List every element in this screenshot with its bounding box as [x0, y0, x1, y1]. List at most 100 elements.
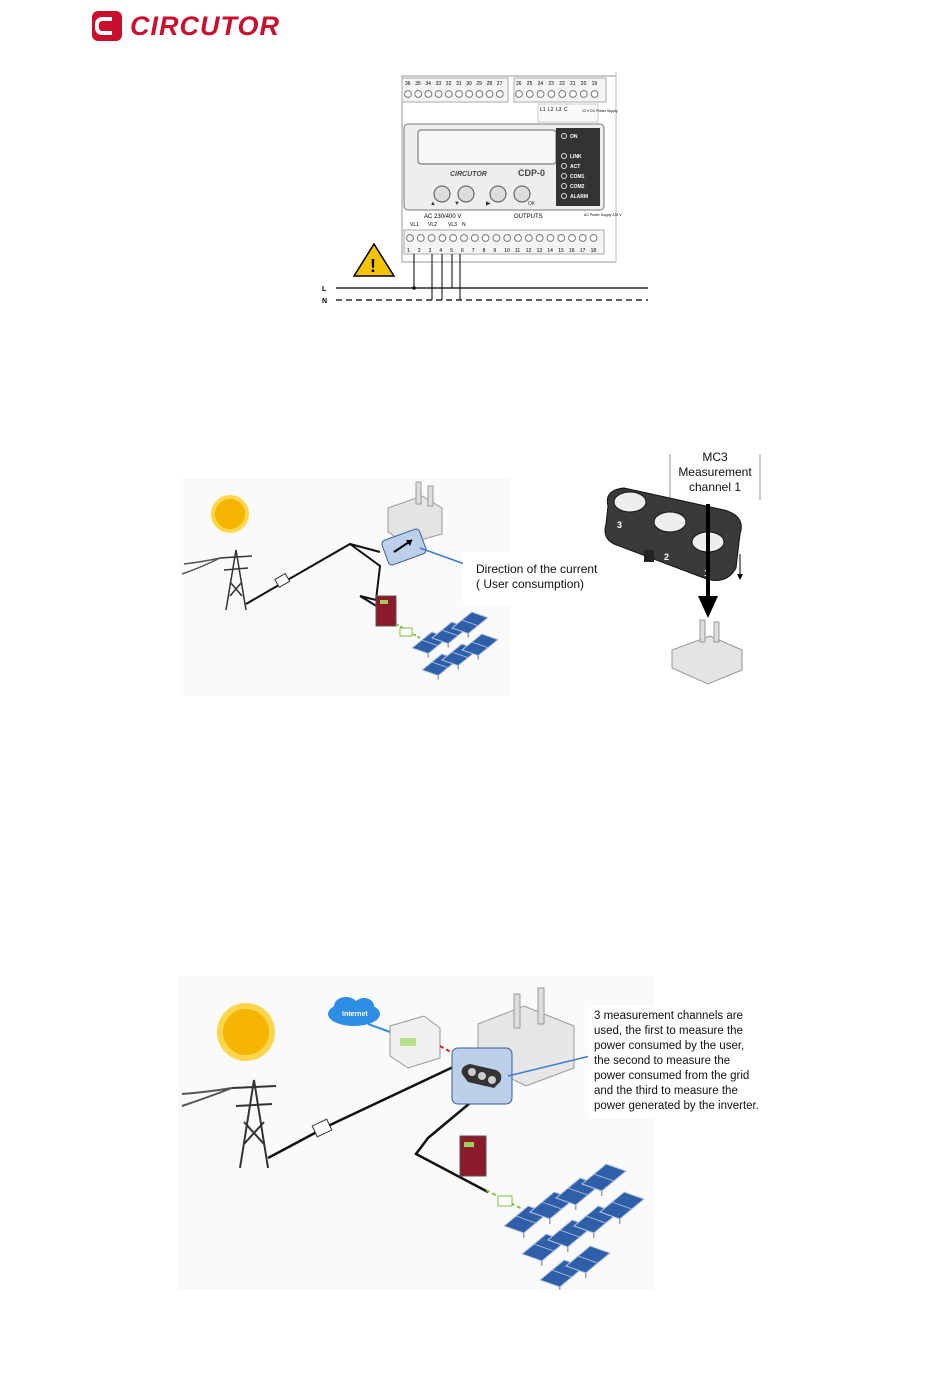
- channels-caption-line-3: power consumed by the user,: [594, 1040, 745, 1052]
- circutor-logo-icon: [92, 11, 122, 41]
- sun-icon-2: [217, 1003, 275, 1061]
- top-terminal-label: 21: [570, 81, 576, 87]
- top-terminal-label: 33: [436, 81, 442, 87]
- vl2-label: VL2: [428, 222, 437, 228]
- ok-button[interactable]: [513, 185, 531, 203]
- top-terminal-label: 24: [538, 81, 544, 87]
- bottom-terminal-label: 13: [537, 248, 543, 254]
- power-pylon-icon-2: [181, 1079, 277, 1169]
- channels-caption-line-4: the second to measure the: [594, 1055, 731, 1067]
- top-terminal-label: 32: [446, 81, 452, 87]
- bottom-terminal-label: 4: [439, 248, 442, 254]
- panel-brand: CIRCUTOR: [450, 171, 487, 178]
- bottom-terminal-screw: [568, 234, 576, 242]
- channels-caption-line-2: used, the first to measure the: [594, 1025, 743, 1037]
- mc3-sensor-small-icon: [461, 1064, 502, 1088]
- bottom-terminal-screw: [416, 234, 425, 242]
- top-terminal-label: 35: [415, 81, 421, 87]
- top-terminal-label: 31: [456, 81, 462, 87]
- ok-label: OK: [528, 201, 536, 207]
- mc3-line-1: MC3: [702, 450, 728, 464]
- bottom-terminal-screw: [492, 234, 501, 242]
- led-indicator: [561, 173, 567, 179]
- down-button[interactable]: [457, 185, 475, 203]
- bottom-terminal-label: 1: [407, 248, 410, 254]
- top-terminal-screw: [579, 90, 588, 98]
- solar-panel: [565, 1245, 611, 1278]
- led-label: COM2: [570, 184, 585, 190]
- device-model: CDP-0: [518, 168, 545, 178]
- outputs-label: OUTPUTS: [514, 214, 543, 220]
- top-terminal-label: 36: [405, 81, 411, 87]
- bottom-terminal-screw: [460, 234, 468, 242]
- bottom-terminal-label: 17: [580, 248, 586, 254]
- led-indicator: [561, 163, 567, 169]
- top-terminal-screw: [569, 90, 577, 98]
- top-terminal-label: 28: [487, 81, 493, 87]
- mc3-label: MC3 Measurement channel 1: [672, 450, 758, 495]
- top-terminal-screw: [485, 90, 494, 98]
- led-label: COM1: [570, 174, 585, 180]
- top-terminal-label: 29: [476, 81, 482, 87]
- brand-name: CIRCUTOR: [130, 10, 281, 41]
- top-terminal-screw: [444, 90, 453, 98]
- top-terminal-label: 20: [581, 81, 587, 87]
- top-terminal-screw: [558, 90, 567, 98]
- top-terminal-screw: [424, 90, 433, 98]
- bottom-terminal-screw: [546, 234, 555, 242]
- ac-voltage-label: AC 230/400 V: [424, 214, 461, 220]
- power-pylon-icon: [181, 549, 253, 611]
- top-terminal-screw: [515, 90, 523, 98]
- right-button[interactable]: [489, 185, 507, 203]
- top-terminal-label: 22: [559, 81, 565, 87]
- power-label-l1: L1: [540, 107, 546, 113]
- line-n-label: N: [322, 298, 327, 305]
- top-terminal-screw: [590, 90, 599, 98]
- led-label: ON: [570, 134, 578, 140]
- vl3-label: VL3: [448, 222, 457, 228]
- top-terminal-screw: [475, 90, 484, 98]
- top-terminal-label: 30: [466, 81, 472, 87]
- bottom-terminal-screw: [514, 234, 522, 242]
- channels-caption-line-1: 3 measurement channels are: [594, 1010, 743, 1022]
- mc3-sensor-icon: 3 2 1: [604, 487, 742, 581]
- solar-panels-icon-2: [503, 1163, 645, 1290]
- top-terminal-screw: [525, 90, 534, 98]
- circutor-logo: CIRCUTOR: [90, 6, 290, 46]
- top-terminal-label: 23: [548, 81, 554, 87]
- bottom-terminal-label: 11: [515, 248, 520, 254]
- bottom-terminal-label: 9: [493, 248, 496, 254]
- bottom-terminal-label: 8: [483, 248, 486, 254]
- internet-label: Internet: [342, 1011, 368, 1018]
- warning-icon: [352, 242, 396, 277]
- top-terminal-label: 34: [425, 81, 431, 87]
- n-label: N: [462, 222, 466, 228]
- meter-box-icon: [381, 528, 427, 566]
- led-label: ALARM: [570, 194, 588, 200]
- line-l-label: L: [322, 286, 327, 293]
- bottom-terminal-label: 18: [591, 248, 597, 254]
- top-terminal-screw: [465, 90, 474, 98]
- channels-caption-line-6: and the third to measure the: [594, 1085, 738, 1097]
- bottom-terminal-screw: [578, 234, 587, 242]
- up-button[interactable]: [433, 185, 451, 203]
- led-indicator: [561, 183, 567, 189]
- current-direction-caption: Direction of the current ( User consumpt…: [476, 562, 597, 592]
- bottom-terminal-screw: [503, 234, 512, 242]
- top-terminal-screw: [434, 90, 443, 98]
- led-label: LINK: [570, 154, 582, 160]
- right-arrow-icon: ▶: [486, 201, 491, 207]
- bottom-terminal-label: 16: [569, 248, 575, 254]
- power-label-l2: L2: [548, 107, 554, 113]
- factory-small-icon: [671, 619, 743, 685]
- bottom-terminal-screw: [449, 234, 458, 242]
- mc3-figure: 3 2 1 MC3 Measurement channel 1: [600, 450, 770, 690]
- channels-caption-line-5: power consumed from the grid: [594, 1070, 750, 1082]
- bottom-terminal-screw: [438, 234, 447, 242]
- grid-meter-icon-2: [311, 1118, 333, 1138]
